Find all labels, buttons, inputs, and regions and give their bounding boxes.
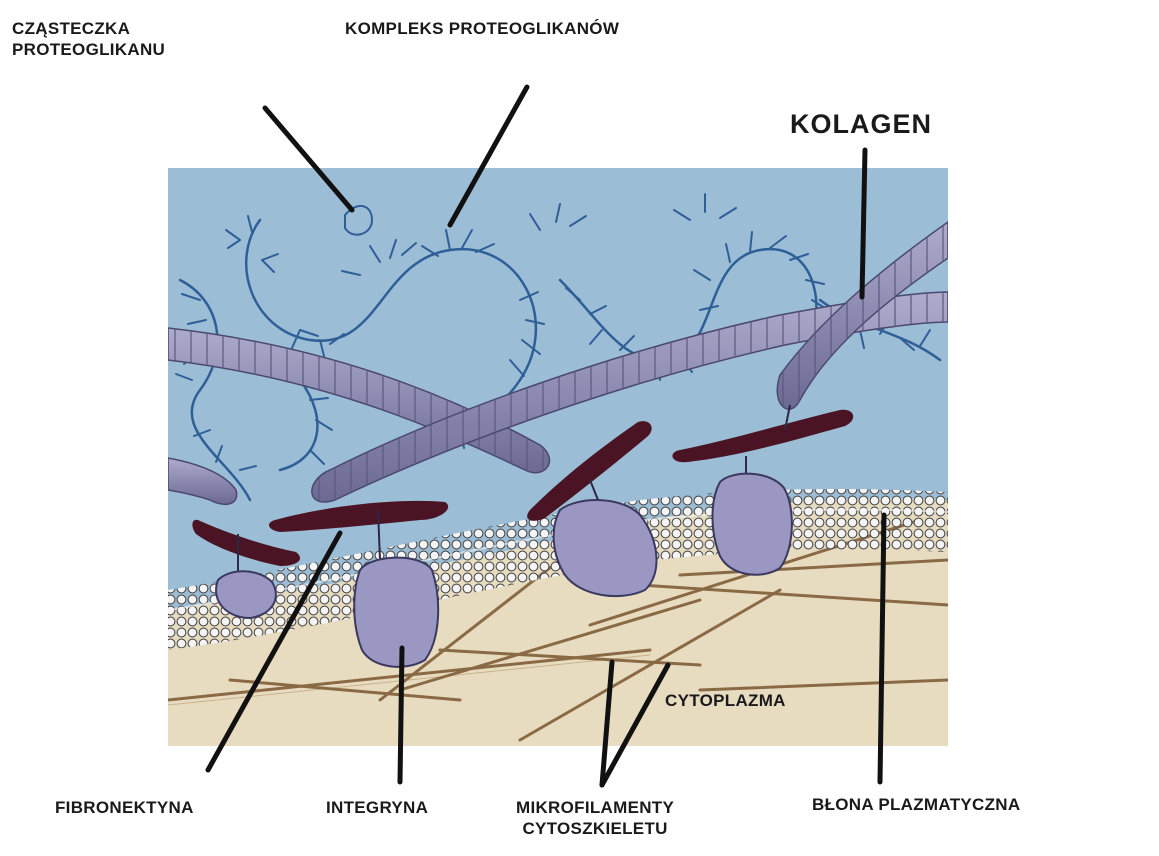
label-czasteczka-line2: PROTEOGLIKANU [12,39,165,60]
label-kolagen: KOLAGEN [790,108,932,142]
label-mikrofilamenty-line1: MIKROFILAMENTY [516,797,674,818]
integrin [354,558,438,667]
label-fibronektyna: FIBRONEKTYNA [55,797,194,818]
label-blona-plazmatyczna: BŁONA PLAZMATYCZNA [812,794,1020,815]
label-czasteczka-proteoglikanu: CZĄSTECZKA PROTEOGLIKANU [12,18,165,61]
label-integryna: INTEGRYNA [326,797,428,818]
integrin [713,474,792,575]
label-mikrofilamenty-line2: CYTOSZKIELETU [516,818,674,839]
label-czasteczka-line1: CZĄSTECZKA [12,18,165,39]
label-cytoplazma: CYTOPLAZMA [665,690,786,711]
label-kompleks-proteoglikanow: KOMPLEKS PROTEOGLIKANÓW [345,18,619,39]
pointer-kolagen [862,150,865,297]
label-mikrofilamenty-cytoszkieletu: MIKROFILAMENTY CYTOSZKIELETU [516,797,674,840]
pointer-integryna [400,648,402,782]
diagram-panel [168,168,948,746]
